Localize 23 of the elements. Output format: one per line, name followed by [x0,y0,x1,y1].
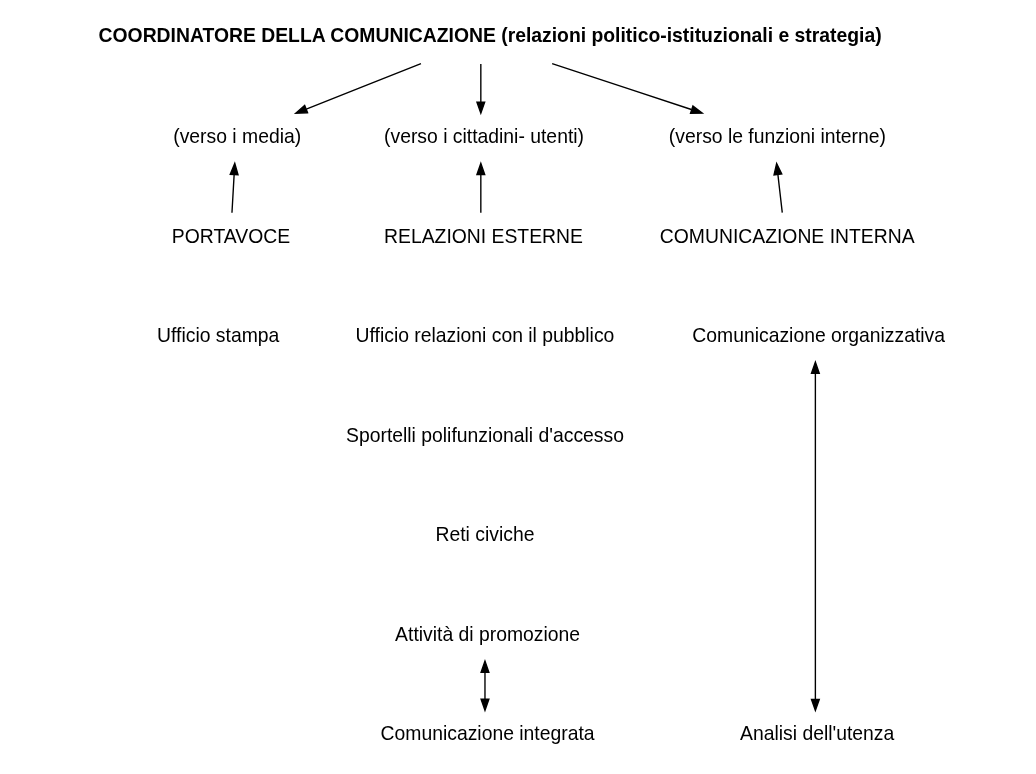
node-text: COORDINATORE DELLA COMUNICAZIONE (relazioni politico-istituzionali e strategia) [98,24,882,47]
node-text: RELAZIONI ESTERNE [383,224,583,247]
arrow [772,161,783,214]
arrow [228,161,239,214]
node-text: (verso i cittadini- utenti) [383,125,584,148]
arrow [293,63,422,114]
label: Reti civiche [435,523,534,546]
node-text: COMUNICAZIONE INTERNA [659,224,915,247]
node-text: (verso le funzioni interne) [668,125,886,148]
node-text: Comunicazione integrata [380,722,595,745]
arrow [475,161,486,214]
arrow [475,63,486,116]
label: Ufficio relazioni con il pubblico [355,324,614,347]
arrow [550,62,704,115]
arrow [810,360,820,713]
node-text: Analisi dell'utenza [739,722,894,745]
arrow [479,659,490,713]
node-text: Attività di promozione [394,622,580,645]
node-text: (verso i media) [172,125,301,148]
label: Sportelli polifunzionali d'accesso [345,423,624,446]
label: Ufficio stampa [156,324,279,347]
node-text: PORTAVOCE [171,224,290,247]
node-text: Comunicazione organizzativa [691,324,945,347]
